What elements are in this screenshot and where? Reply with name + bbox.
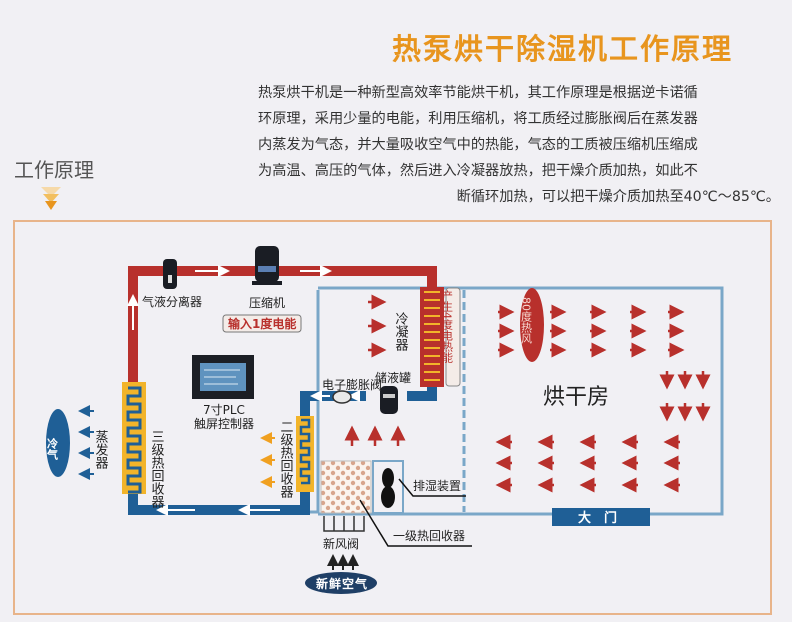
cold-air-badge <box>46 409 70 477</box>
first-heat-recovery-leader-line <box>359 499 472 547</box>
gas-liquid-separator-icon <box>163 259 177 289</box>
warm-air-arrows <box>260 432 275 488</box>
plc-controller-label-2: 触屏控制器 <box>194 417 254 431</box>
input-energy-label: 输入1度电能 <box>228 316 296 331</box>
expansion-valve-label: 电子膨胀阀 <box>322 378 382 392</box>
input-energy-badge <box>222 314 302 333</box>
rising-hot-air-arrows <box>344 425 406 446</box>
evaporator-outflow-arrows <box>78 405 94 480</box>
double-chevron-down-icon <box>40 186 62 216</box>
intro-line: 内蒸发为气态，并大量吸收空气中的热能，气态的工质被压缩机压缩成 <box>258 137 698 153</box>
drying-room-airflow-arrows <box>495 304 711 493</box>
compressor-label: 压缩机 <box>249 295 285 310</box>
first-heat-recovery-label: 一级热回收器 <box>393 529 465 543</box>
intro-line: 断循环加热，可以把干燥介质加热至40℃～85℃。 <box>456 189 780 205</box>
condenser-inflow-arrows <box>368 294 387 358</box>
fresh-air-badge <box>305 572 377 594</box>
intro-line: 热泵烘干机是一种新型高效率节能烘干机，其工作原理是根据逆卡诺循 <box>258 85 698 101</box>
fresh-air-inflow-arrows <box>327 554 359 570</box>
second-heat-recovery-coil <box>296 416 314 492</box>
dehumidifier-fan-icon <box>381 468 395 508</box>
dehumidifier-housing <box>372 460 404 514</box>
second-heat-recovery-label: 二级热回收器 <box>278 420 294 499</box>
svg-text:蒸发器: 蒸发器 <box>93 430 109 470</box>
condenser-label: 冷凝器 <box>393 312 409 352</box>
compressor-icon <box>252 246 282 285</box>
expansion-valve-icon <box>332 390 352 404</box>
intro-line: 环原理，采用少量的电能，利用压缩机，将工质经过膨胀阀后在蒸发器 <box>258 111 698 127</box>
third-heat-recovery-label: 三级热回收器 <box>149 430 165 509</box>
cold-air-label: 冷气 <box>46 437 60 461</box>
plc-controller-label-1: 7寸PLC <box>203 403 245 417</box>
main-door[interactable] <box>552 508 650 526</box>
liquid-receiver-icon <box>380 386 398 414</box>
drying-room-label: 烘干房 <box>543 385 609 410</box>
liquid-receiver-label: 储液罐 <box>375 370 411 385</box>
evaporator-coil <box>122 382 146 494</box>
condenser-coil <box>420 287 444 387</box>
dehumidifier-label: 排湿装置 <box>413 478 461 493</box>
intro-paragraph: 热泵烘干机是一种新型高效率节能烘干机，其工作原理是根据逆卡诺循 环原理，采用少量… <box>258 80 780 210</box>
hot-air-badge <box>520 288 544 362</box>
diagram-frame <box>13 220 772 615</box>
page-title: 热泵烘干除湿机工作原理 <box>392 32 734 66</box>
evaporator-label: 蒸发器 <box>93 430 109 470</box>
plc-controller-icon <box>192 355 254 399</box>
fresh-air-label: 新鲜空气 <box>316 576 368 591</box>
heat-output-label: 产生4度电热能 <box>441 289 454 364</box>
hot-air-label: 80度热风 <box>520 297 533 344</box>
fresh-air-valve-icon <box>323 516 365 532</box>
gas-liquid-separator-label: 气液分离器 <box>142 294 202 309</box>
fresh-air-valve-label: 新风阀 <box>323 536 359 551</box>
heat-output-badge <box>445 287 461 387</box>
intro-line: 为高温、高压的气体，然后进入冷凝器放热，把干燥介质加热，如此不 <box>258 163 698 179</box>
svg-text:三级热回收器: 三级热回收器 <box>149 430 165 509</box>
dehumidifier-leader-line <box>398 478 466 497</box>
section-heading: 工作原理 <box>14 158 94 182</box>
main-door-label: 大 门 <box>578 510 617 526</box>
